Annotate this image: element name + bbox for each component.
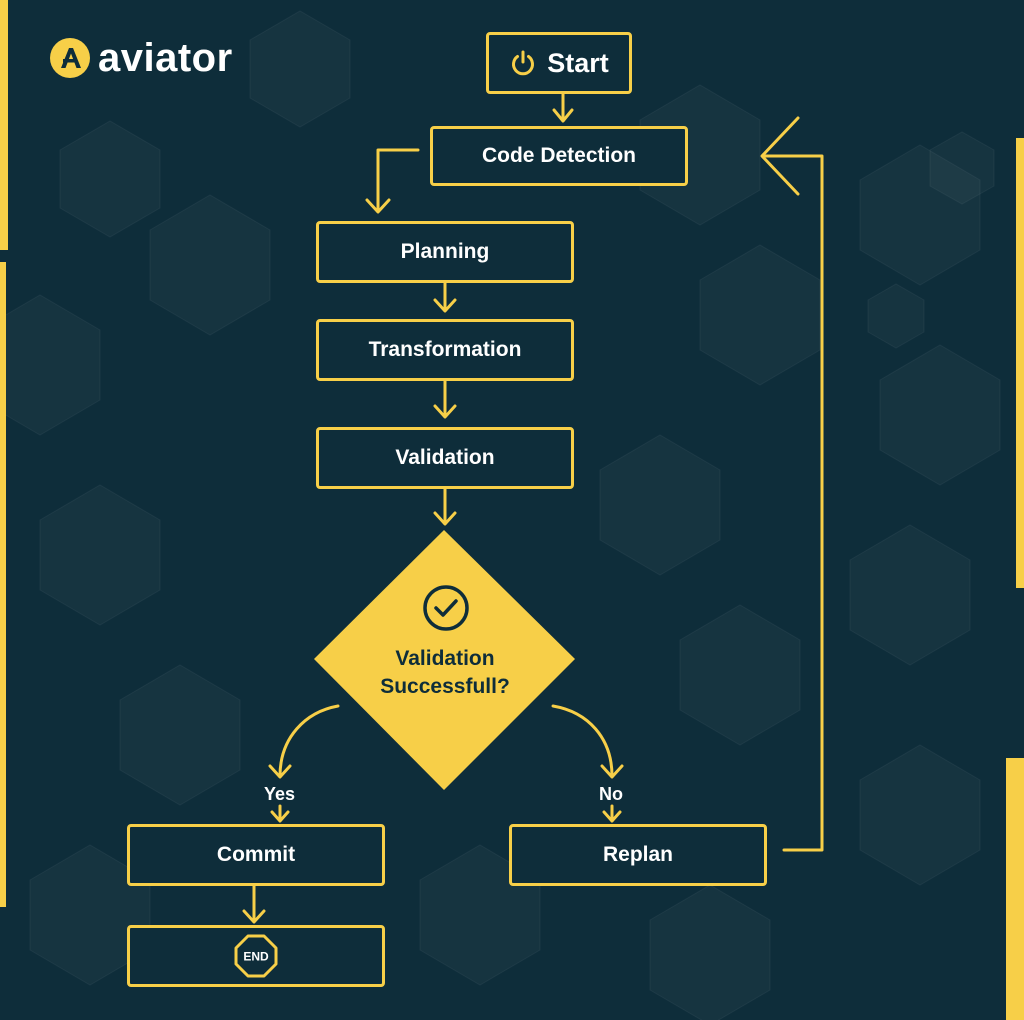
arrow-no-to-replan — [602, 804, 622, 823]
validation-label: Validation — [395, 446, 495, 469]
arrow-decision-yes — [268, 704, 340, 779]
arrow-replan-loop-back — [760, 116, 824, 852]
checkmark-circle-icon — [423, 585, 469, 631]
commit-node[interactable]: Commit — [127, 824, 385, 886]
arrow-decision-no — [551, 704, 624, 779]
decision-label-line1: Validation — [395, 647, 495, 670]
end-octagon-icon: END — [234, 934, 278, 978]
left-edge-accent-top — [0, 0, 8, 250]
arrow-validation-to-decision — [433, 487, 457, 526]
transformation-label: Transformation — [368, 338, 522, 361]
start-node[interactable]: Start — [486, 32, 632, 94]
validation-node[interactable]: Validation — [316, 427, 574, 489]
decision-label-line2: Successfull? — [380, 675, 510, 698]
power-icon — [512, 50, 535, 76]
arrow-code-detection-to-planning — [365, 148, 420, 214]
aviator-logo-icon — [50, 38, 90, 78]
code-detection-label: Code Detection — [481, 144, 636, 167]
decision-diamond — [314, 530, 575, 790]
left-edge-accent-bottom — [0, 262, 6, 907]
decision-label[interactable]: Validation Successfull? — [340, 645, 550, 701]
code-detection-node[interactable]: Code Detection — [430, 126, 688, 186]
brand-name: aviator — [98, 36, 233, 80]
arrow-start-to-code-detection — [552, 92, 574, 123]
yes-label: Yes — [264, 784, 296, 804]
start-label: Start — [547, 47, 609, 78]
arrow-transformation-to-validation — [433, 379, 457, 419]
end-node[interactable]: END — [127, 925, 385, 987]
planning-label: Planning — [400, 240, 490, 263]
right-edge-accent-top — [1016, 138, 1024, 588]
commit-label: Commit — [216, 843, 296, 866]
replan-node[interactable]: Replan — [509, 824, 767, 886]
no-label: No — [599, 784, 623, 804]
arrow-planning-to-transformation — [433, 281, 457, 313]
replan-label: Replan — [602, 843, 673, 866]
planning-node[interactable]: Planning — [316, 221, 574, 283]
end-label: END — [243, 950, 269, 964]
arrow-yes-to-commit — [270, 804, 290, 823]
arrow-commit-to-end — [242, 884, 266, 924]
transformation-node[interactable]: Transformation — [316, 319, 574, 381]
aviator-logo: aviator — [50, 38, 233, 78]
right-edge-accent-bottom — [1006, 758, 1024, 1020]
